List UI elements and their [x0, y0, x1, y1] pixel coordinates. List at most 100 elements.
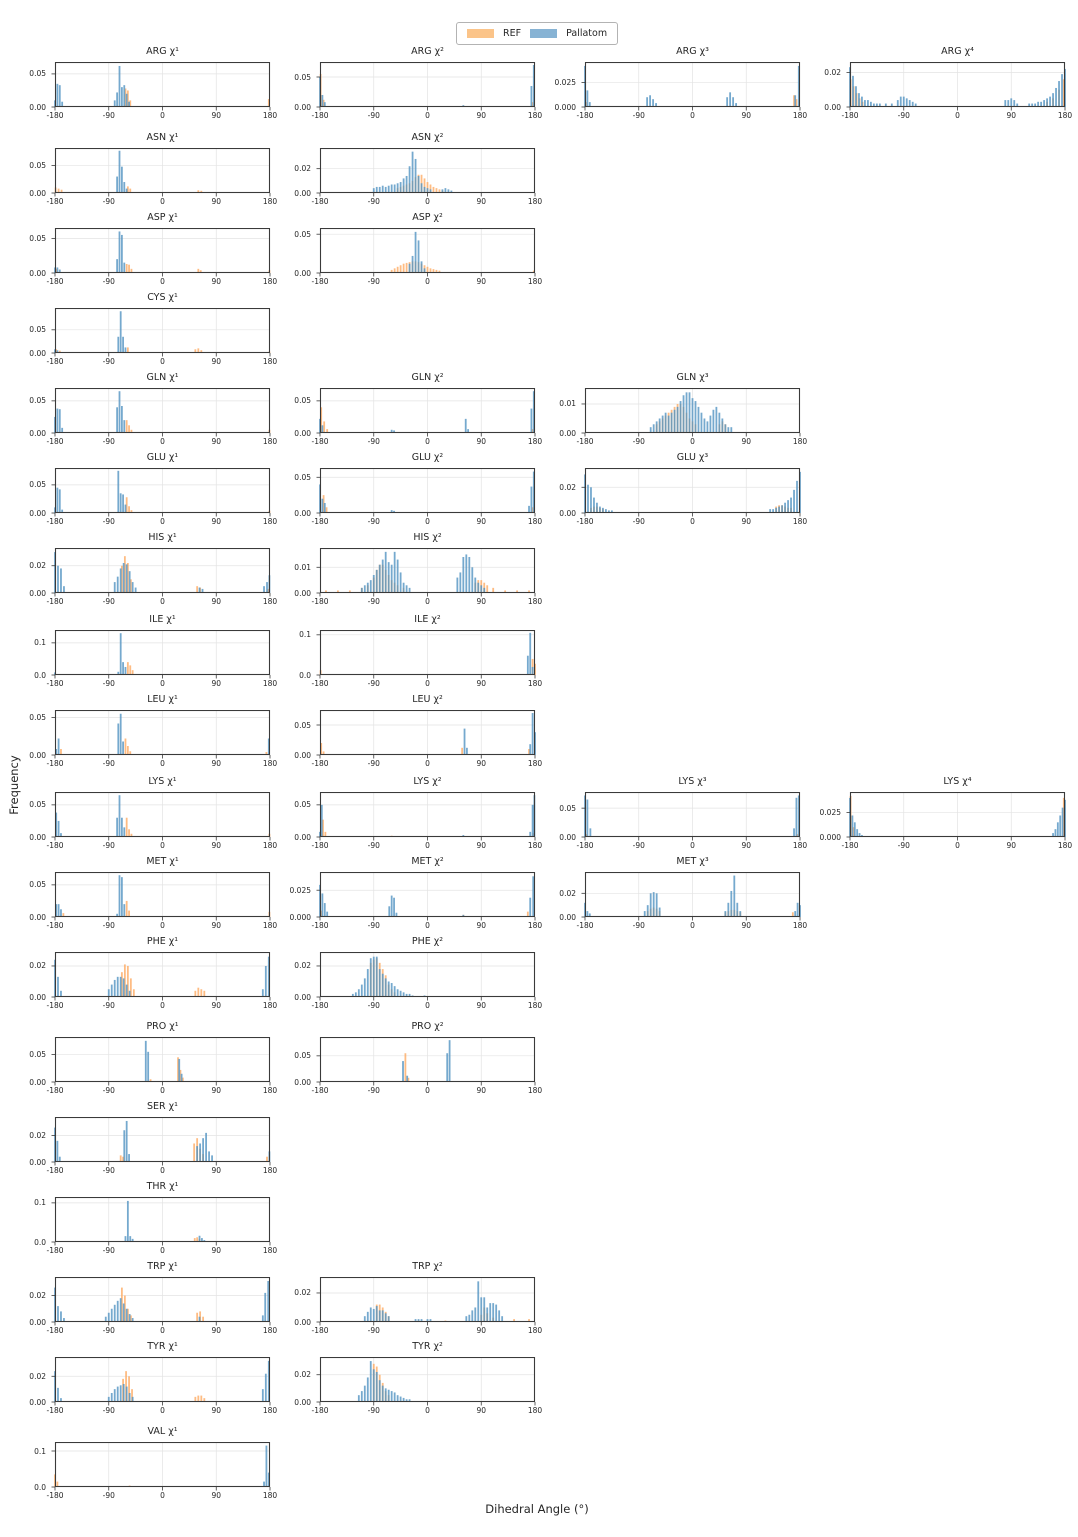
histogram-canvas-trp-chi2	[316, 1277, 536, 1326]
y-tick-label: 0.00	[294, 832, 311, 842]
x-tick-label: 0	[955, 111, 960, 120]
x-tick-label: 180	[1057, 841, 1073, 850]
bar-pallatom	[794, 95, 797, 107]
bar-pallatom	[700, 412, 703, 433]
x-tick-label: 0	[425, 679, 430, 688]
bar-pallatom	[658, 907, 661, 917]
bar-pallatom	[60, 990, 62, 997]
bar-pallatom	[381, 559, 384, 593]
x-tick-label: 0	[160, 437, 165, 446]
bar-pallatom	[61, 101, 64, 107]
bar-pallatom	[462, 914, 465, 917]
bar-ref	[200, 350, 203, 353]
y-tick-label: 0.00	[559, 508, 576, 518]
bar-ref	[791, 912, 794, 917]
bar-pallatom	[384, 978, 387, 997]
x-tick-label: 0	[425, 1406, 430, 1415]
x-tick-label: -180	[311, 841, 329, 850]
bar-pallatom	[414, 231, 417, 273]
bar-pallatom	[589, 828, 592, 837]
subplot-title: ARG χ²	[411, 46, 444, 57]
x-tick-label: 180	[527, 597, 543, 606]
x-tick-label: 90	[476, 197, 487, 206]
subplot-title: PHE χ²	[411, 936, 444, 947]
bar-pallatom	[793, 828, 795, 837]
bar-ref	[267, 99, 270, 107]
bar-ref	[390, 269, 393, 273]
y-tick-label: 0.00	[29, 348, 46, 358]
bar-pallatom	[122, 563, 125, 593]
bar-pallatom	[1061, 74, 1063, 107]
bar-pallatom	[104, 1316, 107, 1322]
bar-pallatom	[896, 100, 899, 107]
bar-pallatom	[390, 184, 393, 193]
bar-ref	[60, 749, 62, 755]
bar-pallatom	[113, 100, 116, 107]
histogram-canvas-his-chi2	[316, 548, 536, 597]
bar-pallatom	[1049, 96, 1051, 107]
axes-spine	[54, 228, 271, 274]
bar-ref	[131, 1389, 133, 1402]
bar-pallatom	[267, 1472, 270, 1487]
bar-ref	[126, 90, 129, 107]
bar-pallatom	[655, 421, 658, 433]
bar-pallatom	[393, 510, 395, 513]
bar-pallatom	[321, 498, 324, 513]
axes-spine	[584, 388, 801, 434]
bar-pallatom	[498, 1310, 501, 1322]
bar-ref	[200, 989, 203, 997]
histogram-canvas-gln-chi2	[316, 388, 536, 437]
y-tick-label: 0.02	[29, 1131, 46, 1141]
axes-spine	[54, 1197, 271, 1243]
x-tick-label: 0	[425, 759, 430, 768]
bar-pallatom	[1058, 81, 1060, 107]
bar-ref	[196, 586, 199, 593]
bar-pallatom	[265, 1445, 268, 1487]
bar-pallatom	[107, 1312, 110, 1322]
x-tick-label: 180	[792, 111, 808, 120]
bar-pallatom	[393, 430, 395, 433]
bar-ref	[126, 563, 129, 593]
bar-pallatom	[402, 1397, 405, 1402]
x-tick-label: 90	[741, 841, 752, 850]
x-tick-label: 90	[476, 921, 487, 930]
bar-pallatom	[658, 418, 661, 433]
bar-pallatom	[420, 1319, 423, 1322]
bar-pallatom	[1046, 98, 1048, 107]
bar-ref	[126, 1308, 129, 1322]
bar-ref	[516, 590, 518, 593]
x-tick-label: 90	[1006, 111, 1017, 120]
bar-pallatom	[123, 827, 126, 837]
x-tick-label: -180	[576, 111, 594, 120]
bar-pallatom	[118, 875, 121, 917]
y-tick-label: 0.00	[294, 428, 311, 438]
subplot-title: TYR χ²	[412, 1341, 443, 1352]
bar-pallatom	[55, 904, 58, 917]
bar-pallatom	[323, 102, 326, 107]
y-tick-label: 0.00	[29, 1077, 46, 1087]
x-tick-label: 90	[476, 597, 487, 606]
bar-ref	[322, 819, 324, 837]
x-tick-label: 90	[211, 197, 222, 206]
x-tick-label: 90	[211, 679, 222, 688]
bar-pallatom	[58, 409, 61, 433]
bar-pallatom	[57, 738, 60, 755]
bar-pallatom	[652, 99, 654, 107]
x-tick-label: 90	[476, 1001, 487, 1010]
y-tick-label: 0.000	[289, 912, 311, 922]
x-tick-label: 90	[476, 277, 487, 286]
x-tick-label: -180	[311, 679, 329, 688]
bar-pallatom	[57, 976, 59, 997]
histogram-canvas-arg-chi1	[51, 62, 271, 111]
y-tick-label: 0.025	[289, 885, 311, 895]
bar-pallatom	[446, 1053, 449, 1082]
bar-pallatom	[384, 1313, 387, 1322]
histogram-canvas-glu-chi1	[51, 468, 271, 517]
bar-ref	[429, 184, 432, 193]
x-tick-label: -90	[102, 759, 115, 768]
bar-pallatom	[199, 1143, 202, 1162]
bar-ref	[125, 497, 128, 513]
